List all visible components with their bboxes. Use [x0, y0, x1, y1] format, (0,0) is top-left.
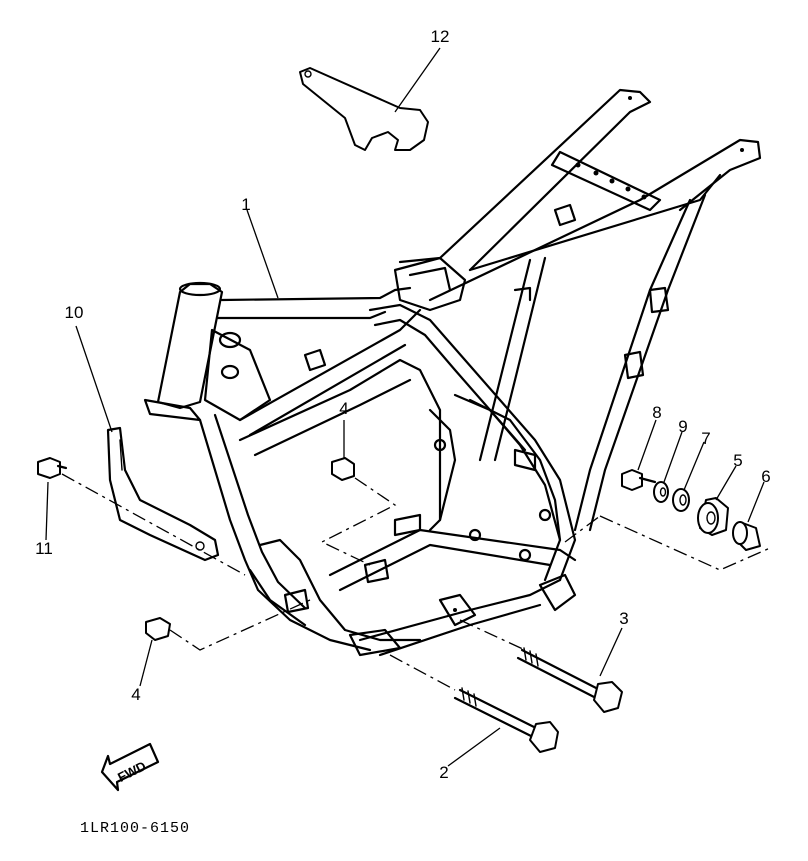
callout-3: 3	[619, 609, 628, 628]
callout-11: 11	[35, 539, 53, 558]
part-4-nut-upper	[331, 457, 355, 481]
part-5-damper	[697, 497, 729, 536]
part-10-side-stand	[106, 426, 220, 562]
part-4-nut-lower	[145, 617, 171, 641]
leader-lines	[45, 47, 765, 767]
callout-10: 10	[65, 303, 84, 322]
callout-5: 5	[733, 451, 742, 470]
part-7-collar	[672, 488, 690, 512]
callout-4-lower: 4	[131, 685, 140, 704]
part-2-bolt	[453, 687, 559, 753]
alignment-lines	[61, 473, 771, 691]
part-3-bolt	[516, 647, 623, 713]
callout-12: 12	[431, 27, 450, 46]
part-8-bolt	[621, 469, 657, 491]
callout-1: 1	[241, 195, 250, 214]
diagram-code: 1LR100-6150	[80, 820, 190, 837]
callout-4-upper: 4	[339, 399, 348, 418]
callout-2: 2	[439, 763, 448, 782]
part-12-wrench	[299, 67, 429, 151]
callout-6: 6	[761, 467, 770, 486]
part-9-washer	[653, 481, 669, 503]
part-11-bolt	[37, 457, 68, 479]
callout-7: 7	[701, 429, 710, 448]
part-6-spacer	[732, 521, 761, 551]
callout-8: 8	[652, 403, 661, 422]
fwd-arrow: FWD	[100, 742, 160, 792]
part-1-frame	[143, 88, 762, 657]
fwd-label: FWD	[115, 758, 148, 785]
callout-9: 9	[678, 417, 687, 436]
